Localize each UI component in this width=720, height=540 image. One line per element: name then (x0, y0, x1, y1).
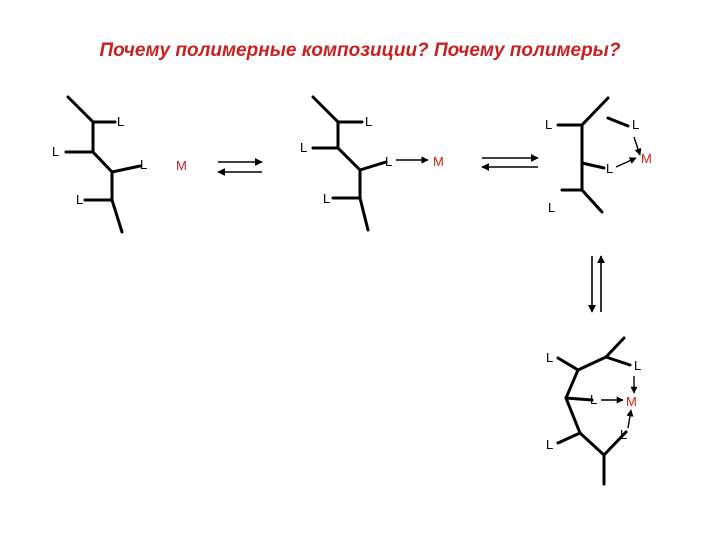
polymer-chain-4 (556, 336, 632, 486)
ligand-label: L (632, 117, 639, 132)
ligand-label: L (300, 140, 307, 155)
ligand-label: L (546, 437, 553, 452)
ligand-label: L (140, 157, 147, 172)
ligand-label: L (620, 427, 627, 442)
page-title: Почему полимерные композиции? Почему пол… (99, 40, 621, 61)
ligand-label: L (545, 117, 552, 132)
ligand-label: L (546, 350, 553, 365)
ligand-label: L (117, 114, 124, 129)
metal-label: M (176, 158, 187, 173)
coordination-arrow (626, 409, 634, 429)
chain-2-labels: L L L L (300, 114, 392, 206)
ligand-label: L (365, 114, 372, 129)
coordination-arrow (615, 157, 637, 168)
polymer-chain-1 (64, 95, 142, 234)
metal-label: M (641, 151, 652, 166)
metal-label: M (626, 394, 637, 409)
ligand-label: L (634, 358, 641, 373)
metal-label: M (433, 154, 444, 169)
ligand-label: L (52, 144, 59, 159)
ligand-label: L (76, 192, 83, 207)
equilibrium-arrows-2 (481, 154, 539, 171)
chain-3-labels: L L L L (545, 117, 639, 215)
equilibrium-arrows-1 (217, 158, 263, 176)
ligand-label: L (590, 392, 597, 407)
equilibrium-arrows-3 (588, 255, 605, 313)
ligand-label: L (548, 200, 555, 215)
coordination-arrow (633, 136, 642, 156)
ligand-label: L (385, 154, 392, 169)
polymer-chain-3 (556, 96, 630, 214)
chain-4-labels: L L L L L (546, 350, 641, 452)
polymer-chain-2 (311, 95, 388, 232)
ligand-label: L (606, 161, 613, 176)
ligand-label: L (323, 191, 330, 206)
chain-1-labels: L L L L (52, 114, 147, 207)
